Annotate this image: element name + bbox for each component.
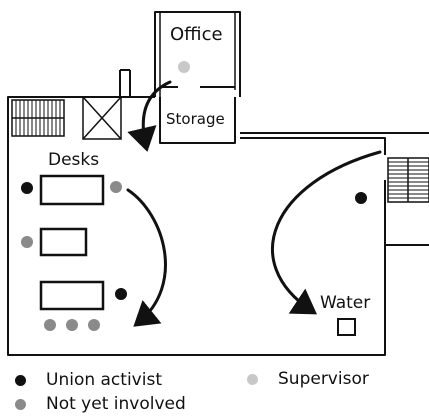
- not-yet-involved-dot: [21, 236, 33, 248]
- room-label-desks: Desks: [48, 150, 100, 170]
- legend-item-supervisor: Supervisor: [247, 369, 369, 389]
- room-label-water: Water: [320, 293, 371, 313]
- legend-label: Union activist: [46, 370, 162, 390]
- staircase-icon: [11, 99, 65, 137]
- desk: [39, 174, 105, 206]
- supervisor-legend-dot: [247, 373, 258, 385]
- legend: Union activist Supervisor Not yet involv…: [0, 360, 429, 420]
- union-activist-legend-dot: [15, 374, 26, 386]
- desk: [39, 280, 105, 311]
- room-label-office: Office: [170, 24, 223, 45]
- not-yet-involved-legend-dot: [15, 398, 26, 410]
- elevator-icon: [82, 96, 122, 140]
- union-activist-dot: [115, 288, 127, 300]
- arrow-icon: [126, 188, 167, 327]
- legend-label: Not yet involved: [46, 394, 186, 414]
- union-activist-dot: [21, 182, 33, 194]
- staircase-icon: [387, 157, 429, 203]
- arrow-icon: [127, 80, 172, 152]
- water-cooler: [337, 318, 356, 336]
- not-yet-involved-dot: [66, 319, 78, 331]
- not-yet-involved-dot: [110, 181, 122, 193]
- supervisor-dot: [178, 61, 190, 73]
- arrow-icon: [271, 150, 382, 315]
- room-label-storage: Storage: [166, 110, 225, 128]
- not-yet-involved-dot: [88, 319, 100, 331]
- union-activist-dot: [355, 192, 367, 204]
- legend-label: Supervisor: [278, 369, 369, 389]
- desk: [39, 227, 88, 257]
- legend-item-union-activist: Union activist: [15, 370, 162, 390]
- floor-plan: [7, 11, 429, 356]
- not-yet-involved-dot: [44, 319, 56, 331]
- legend-item-not-yet-involved: Not yet involved: [15, 394, 186, 414]
